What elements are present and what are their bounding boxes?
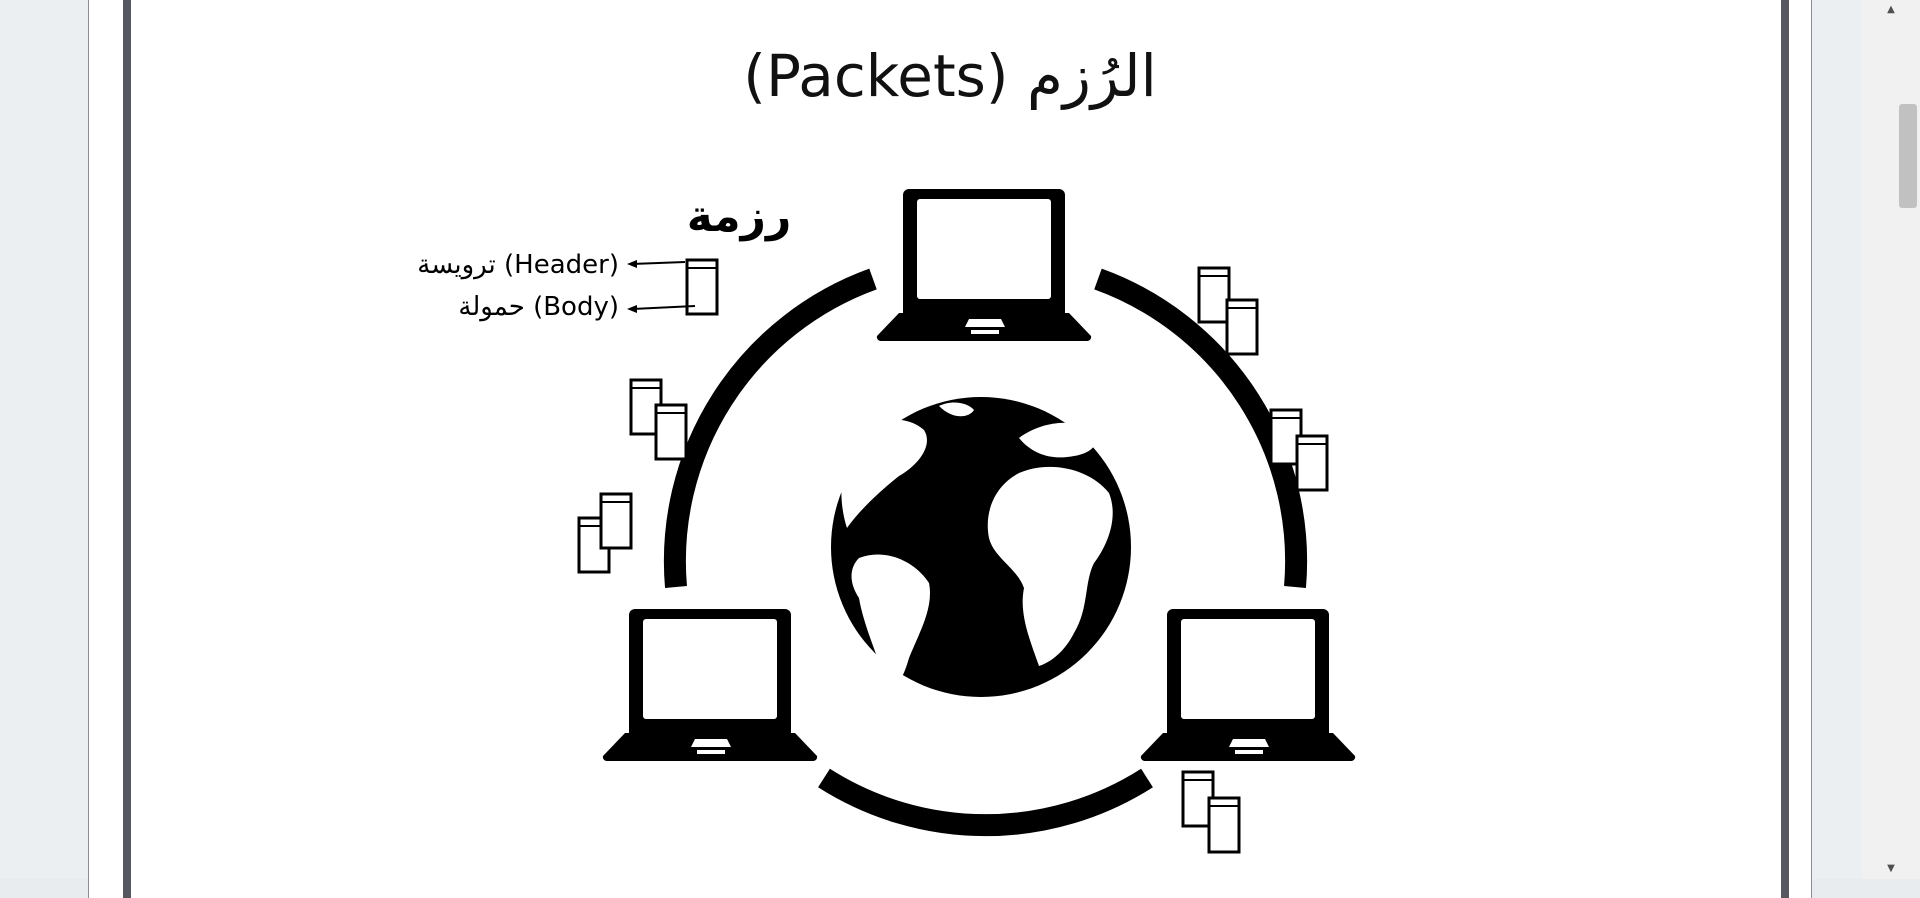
scroll-down-icon[interactable]: ▼ <box>1887 863 1895 874</box>
network-diagram: رزمة ترويسة (Header) حمولة (Body) <box>417 189 1356 854</box>
laptop-icon-bottom-right <box>1140 609 1356 762</box>
packet-icon <box>1207 796 1241 854</box>
globe-icon <box>831 397 1131 697</box>
laptop-icon-bottom-left <box>602 609 818 762</box>
laptop-icon-top <box>876 189 1092 342</box>
scroll-up-icon[interactable]: ▲ <box>1887 4 1895 15</box>
network-ring <box>663 268 1308 837</box>
packet-icon <box>654 403 688 461</box>
vertical-scrollbar[interactable]: ▲ ▼ <box>1862 0 1920 879</box>
page-frame <box>123 0 1789 898</box>
packet-icon <box>1197 266 1231 324</box>
packet-icon <box>1295 434 1329 492</box>
scrollbar-thumb[interactable] <box>1899 104 1917 208</box>
body-label: حمولة (Body) <box>458 292 619 322</box>
document-page: الرُزم (Packets) <box>88 0 1812 898</box>
packet-icon <box>1225 298 1259 356</box>
packet-icon <box>685 258 719 316</box>
packet-icon <box>599 492 633 550</box>
page-title: الرُزم (Packets) <box>743 42 1157 110</box>
packet-label: رزمة <box>687 191 792 242</box>
packet-legend: رزمة ترويسة (Header) حمولة (Body) <box>417 191 791 322</box>
header-label: ترويسة (Header) <box>417 250 619 280</box>
document-viewer: الرُزم (Packets) <box>88 0 1812 898</box>
